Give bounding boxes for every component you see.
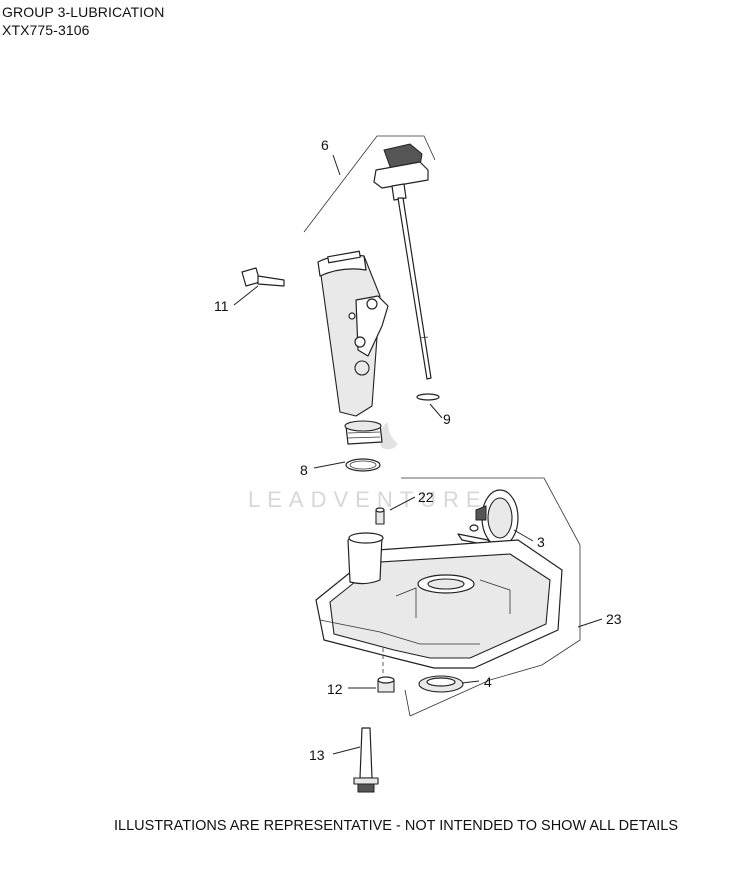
part-23-oil-pan[interactable]: [315, 532, 563, 676]
part-12-plug[interactable]: [377, 676, 395, 693]
group-brackets: [303, 135, 581, 717]
watermark-text: LEADVENTURE: [248, 487, 488, 512]
part-9-o-ring[interactable]: [416, 393, 440, 401]
part-6-dipstick-tube[interactable]: [317, 143, 432, 445]
part-13-flange-bolt[interactable]: [353, 727, 379, 793]
part-3-governor-gear[interactable]: [457, 489, 519, 547]
callout-13: 13: [309, 747, 325, 763]
disclaimer-footer: ILLUSTRATIONS ARE REPRESENTATIVE - NOT I…: [114, 818, 679, 834]
leader-lines: [233, 154, 603, 755]
callout-9: 9: [443, 411, 451, 427]
callout-6: 6: [321, 137, 329, 153]
callout-23: 23: [606, 611, 622, 627]
watermark-logo-icon: [379, 422, 398, 450]
bracket-23: [401, 477, 581, 717]
callout-11: 11: [214, 298, 229, 314]
callout-12: 12: [327, 681, 343, 697]
callout-22: 22: [418, 489, 434, 505]
watermark: LEADVENTURE: [248, 422, 488, 512]
part-22-dowel[interactable]: [375, 507, 385, 525]
diagram-title: GROUP 3-LUBRICATION: [2, 4, 165, 20]
callout-4: 4: [484, 674, 492, 690]
model-number: XTX775-3106: [2, 22, 90, 38]
part-11-bolt[interactable]: [241, 267, 285, 287]
callout-3: 3: [537, 534, 545, 550]
bracket-6: [303, 135, 436, 233]
callout-8: 8: [300, 462, 308, 478]
part-4-oil-seal[interactable]: [418, 675, 464, 693]
part-8-o-ring[interactable]: [345, 458, 381, 472]
